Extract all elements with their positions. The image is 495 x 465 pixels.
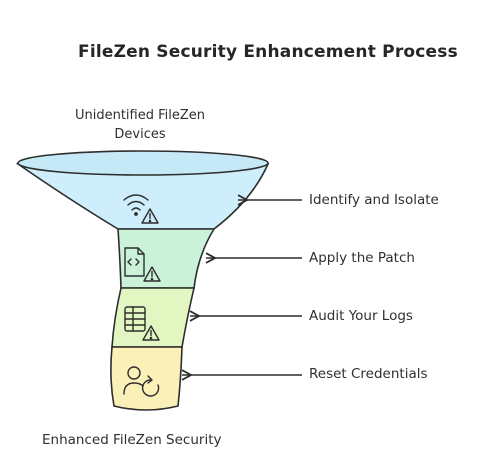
input-label: Unidentified FileZen Devices	[74, 108, 206, 142]
funnel-rim	[17, 150, 269, 176]
stage-label-patch: Apply the Patch	[309, 250, 415, 266]
code-file-warning-icon	[124, 247, 161, 282]
funnel-stage-4	[110, 346, 183, 411]
diagram-title: FileZen Security Enhancement Process	[78, 42, 458, 62]
funnel-stage-2	[117, 228, 216, 289]
output-label: Enhanced FileZen Security	[42, 432, 222, 448]
stage-label-reset: Reset Credentials	[309, 366, 428, 382]
log-table-warning-icon	[124, 306, 160, 341]
user-reset-icon	[123, 366, 160, 397]
stage-label-audit: Audit Your Logs	[309, 308, 413, 324]
wifi-warning-icon	[123, 194, 159, 224]
stage-label-identify: Identify and Isolate	[309, 192, 439, 208]
